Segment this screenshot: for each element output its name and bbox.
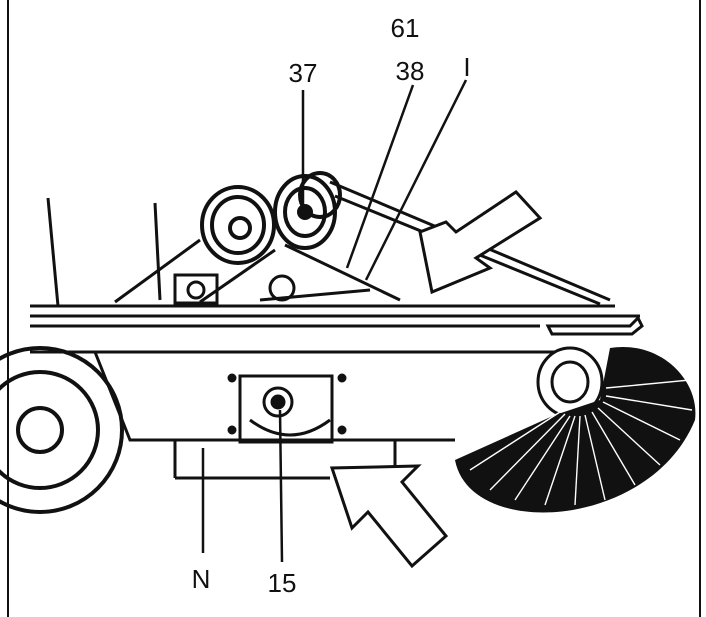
motor-block [173,273,371,305]
drive-housing [227,373,347,444]
posts [46,197,162,307]
label-38: 38 [396,56,425,86]
pulley-37 [273,171,342,250]
arrow-lower [329,464,449,569]
rear-wheel [0,346,124,514]
right-bracket [545,315,644,336]
arrow-upper [418,190,543,295]
label-37: 37 [289,58,318,88]
label-15: 15 [268,568,297,598]
leader-lines [201,79,468,563]
frame-border [7,0,701,617]
label-I: I [463,52,470,82]
left-pulley [200,185,276,265]
label-61: 61 [391,13,420,43]
side-brush [455,346,696,513]
label-N: N [192,564,211,594]
